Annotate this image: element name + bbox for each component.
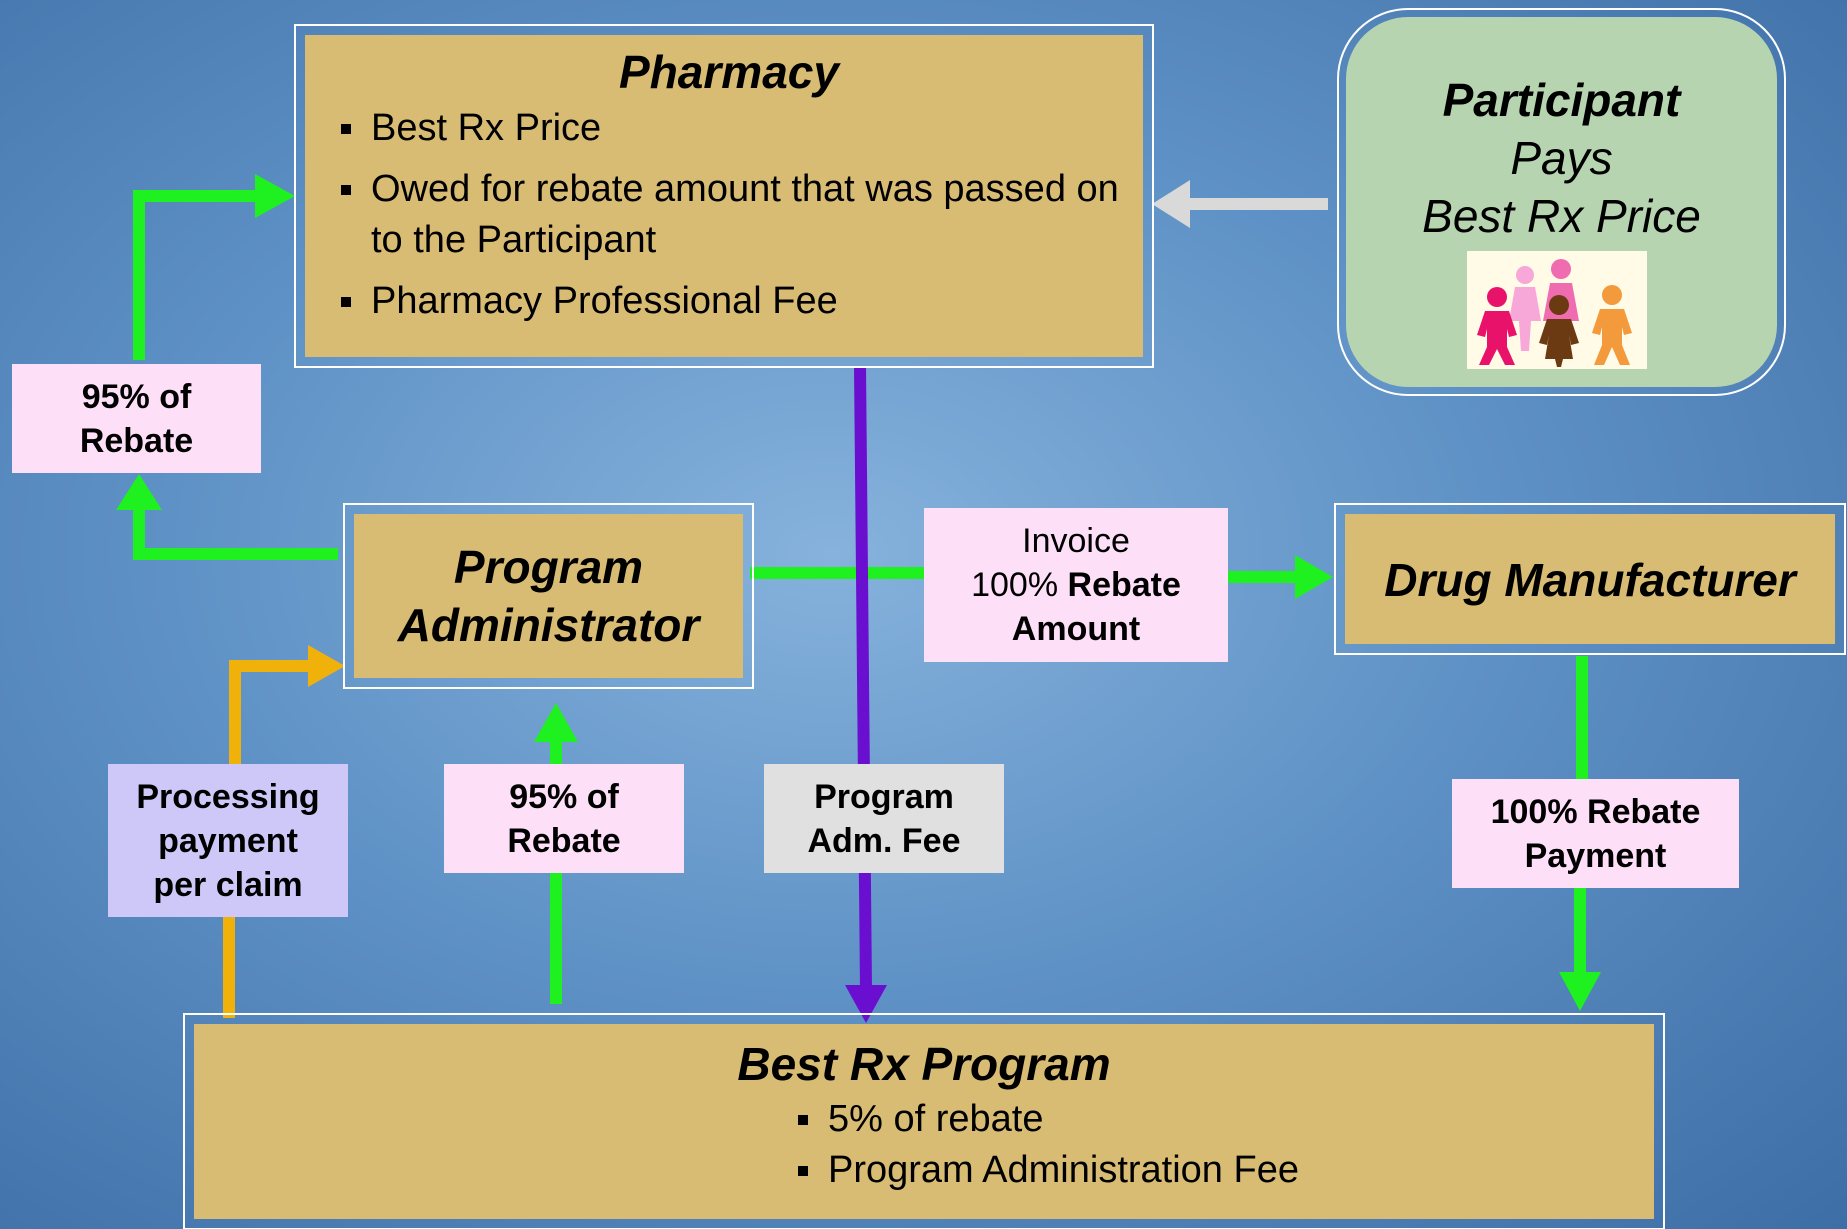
label-line: 100% Rebate <box>1490 792 1701 831</box>
pharmacy-bullet: Owed for rebate amount that was passed o… <box>335 164 1123 266</box>
best-rx-program-bullet: Program Administration Fee <box>792 1145 1654 1196</box>
program-administrator-box: Program Administrator <box>343 503 754 689</box>
label-line: Amount <box>1011 610 1141 648</box>
label-line: Payment <box>1524 836 1667 875</box>
arrow-manufacturer-to-bestrx <box>1559 656 1601 1011</box>
pharmacy-box: Pharmacy Best Rx Price Owed for rebate a… <box>294 24 1154 368</box>
label-line: Adm. Fee <box>807 821 961 860</box>
rebate-95-label-top: 95% of Rebate <box>12 364 261 473</box>
participant-price: Best Rx Price <box>1422 190 1701 242</box>
arrow-admin-to-pharmacy <box>116 174 338 560</box>
participant-box: Participant Pays Best Rx Price <box>1337 8 1786 396</box>
pharmacy-bullet: Best Rx Price <box>335 103 1123 154</box>
invoice-label: Invoice 100% Rebate Amount <box>924 508 1228 662</box>
label-line: Program <box>814 777 954 816</box>
arrow-participant-to-pharmacy <box>1152 180 1328 228</box>
label-line: Rebate <box>507 821 621 860</box>
drug-manufacturer-title: Drug Manufacturer <box>1384 554 1796 606</box>
participant-pays: Pays <box>1510 132 1613 184</box>
label-line: Invoice <box>1022 522 1130 560</box>
program-administrator-title-line2: Administrator <box>397 599 700 651</box>
rebate-95-label-middle: 95% of Rebate <box>444 764 684 873</box>
arrow-bestrx-to-admin-processing <box>223 645 345 1018</box>
label-line: 95% of <box>509 777 619 816</box>
processing-payment-label: Processing payment per claim <box>108 764 348 917</box>
label-line: per claim <box>153 865 303 904</box>
best-rx-program-bullet: 5% of rebate <box>792 1094 1654 1145</box>
program-administrator-title-line1: Program <box>453 541 644 593</box>
pharmacy-bullet: Pharmacy Professional Fee <box>335 276 1123 327</box>
label-line: Rebate <box>79 421 194 460</box>
pharmacy-title: Pharmacy <box>619 46 839 98</box>
label-text-bold: Rebate <box>1067 566 1181 604</box>
rebate-payment-100-label: 100% Rebate Payment <box>1452 779 1739 888</box>
best-rx-program-title: Best Rx Program <box>737 1038 1111 1090</box>
arrow-pharmacy-to-bestrx <box>845 365 887 1023</box>
people-group-icon <box>1467 251 1647 369</box>
participant-title: Participant <box>1442 74 1681 126</box>
label-line: 100% Rebate <box>971 563 1181 607</box>
program-adm-fee-label: Program Adm. Fee <box>764 764 1004 873</box>
arrow-admin-to-manufacturer <box>750 555 1333 599</box>
label-text: 100% <box>971 566 1068 604</box>
drug-manufacturer-box: Drug Manufacturer <box>1334 503 1846 655</box>
label-line: Processing <box>136 777 320 816</box>
best-rx-program-box: Best Rx Program 5% of rebate Program Adm… <box>183 1013 1665 1229</box>
label-line: payment <box>158 821 298 860</box>
label-line: 95% of <box>81 377 192 416</box>
pharmacy-bullets: Best Rx Price Owed for rebate amount tha… <box>335 103 1123 327</box>
best-rx-program-bullets: 5% of rebate Program Administration Fee <box>792 1094 1654 1196</box>
